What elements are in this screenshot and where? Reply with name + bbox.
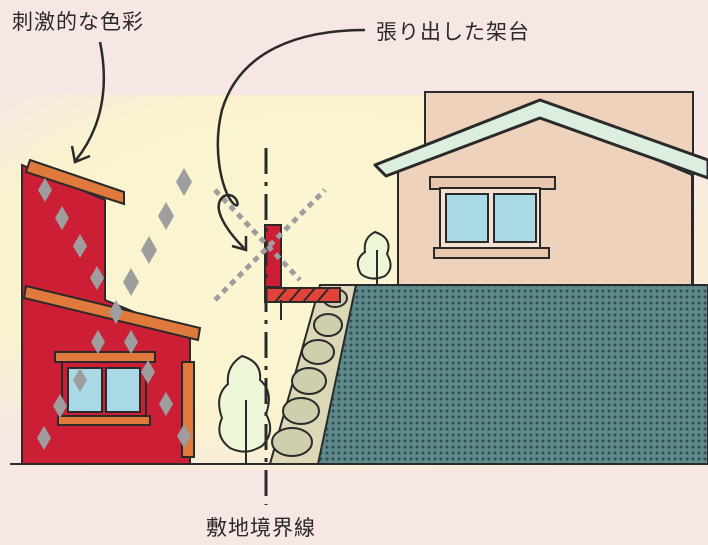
red-house-upper-roof: [24, 158, 125, 206]
stimulating-colors-label: 刺激的な色彩: [12, 10, 144, 34]
arrow-to-platform: [216, 28, 366, 252]
site-boundary-label: 敷地境界線: [206, 516, 316, 540]
right-house-roof: [373, 98, 708, 180]
red-house-window: [54, 351, 156, 426]
retaining-wall: [288, 284, 708, 465]
right-house: [373, 91, 708, 293]
color-glints: [37, 168, 192, 450]
sight-lines: [213, 188, 327, 302]
tree-between-houses: [218, 354, 272, 464]
overhanging-platform: [264, 224, 341, 320]
right-house-window: [429, 176, 556, 259]
tree-on-wall: [356, 230, 392, 285]
arrow-to-colors: [70, 41, 106, 164]
overhanging-platform-label: 張り出した架台: [376, 20, 530, 44]
red-house: [21, 158, 202, 465]
